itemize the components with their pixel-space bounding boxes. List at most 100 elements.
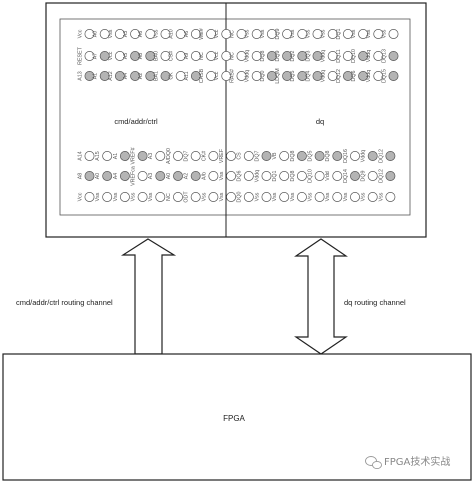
ball-pad bbox=[119, 192, 130, 202]
pin-label: Vss bbox=[305, 29, 311, 38]
ball-pin: CK bbox=[169, 71, 186, 81]
ball-pin: Vss bbox=[148, 192, 166, 202]
ball-pad bbox=[266, 29, 277, 39]
pin-label: A9 bbox=[184, 53, 190, 60]
ball-pin: Vss bbox=[290, 29, 308, 39]
ball-pin: DQ9 bbox=[275, 51, 293, 61]
pin-label: DQ6 bbox=[237, 171, 243, 182]
pin-label: Vss bbox=[325, 192, 331, 201]
ball-pad bbox=[314, 171, 325, 181]
pin-label: A4 bbox=[113, 173, 119, 180]
pin-label: Vss bbox=[361, 192, 367, 201]
pin-label: Vss bbox=[131, 192, 137, 201]
ball-pin: DQ12 bbox=[336, 69, 353, 83]
ball-pad bbox=[266, 51, 277, 61]
ball-pin: Vss bbox=[108, 29, 125, 39]
ball-pad bbox=[102, 171, 113, 181]
ball-pad bbox=[297, 29, 308, 39]
ball-pin: Vcc bbox=[214, 29, 232, 39]
pin-label: Vss bbox=[108, 29, 114, 38]
ball-pad bbox=[137, 151, 148, 161]
ball-pin: A4 bbox=[123, 71, 141, 81]
ball-pad bbox=[296, 151, 307, 161]
ball-pad bbox=[206, 51, 217, 61]
pin-label: DQ10 bbox=[308, 169, 314, 183]
ball-pin: DQ4 bbox=[305, 71, 323, 82]
pin-label: Vss bbox=[201, 192, 207, 201]
ball-pin: NC bbox=[199, 51, 217, 61]
ball-pad bbox=[251, 51, 262, 61]
ball-pin: DQ13 bbox=[381, 49, 399, 63]
ball-pad bbox=[102, 151, 113, 161]
pin-label: Vss bbox=[378, 192, 384, 201]
ball-pad bbox=[226, 151, 237, 161]
ball-pad bbox=[160, 71, 171, 81]
ball-pin: Vss bbox=[305, 29, 323, 39]
ball-pad bbox=[279, 171, 290, 181]
pin-label: DQ10 bbox=[351, 49, 357, 63]
ball-pad bbox=[206, 29, 217, 39]
pin-label: DQ4 bbox=[305, 71, 311, 82]
ball-pin: CS bbox=[237, 151, 254, 161]
pin-label: A0 bbox=[93, 31, 99, 38]
ball-pad bbox=[332, 192, 343, 202]
fpga-block bbox=[2, 353, 472, 481]
ball-pin: Vss bbox=[351, 29, 369, 39]
ball-pad bbox=[367, 171, 378, 181]
pin-label: Vddq bbox=[366, 70, 372, 82]
pin-label: VREF# bbox=[131, 147, 137, 164]
pin-label: A13 bbox=[77, 71, 83, 80]
ball-pad bbox=[175, 71, 186, 81]
ball-pin: RESET bbox=[77, 46, 95, 65]
ball-pin: DQ6 bbox=[237, 171, 254, 182]
pin-label: RAS# bbox=[229, 69, 235, 83]
ball-pad bbox=[130, 29, 141, 39]
ball-pin: Vss bbox=[361, 192, 378, 202]
ball-pad bbox=[314, 192, 325, 202]
dq-channel-label: dq routing channel bbox=[344, 298, 406, 307]
ball-pad bbox=[208, 171, 219, 181]
pin-label: A3 bbox=[148, 173, 154, 180]
ball-pad bbox=[385, 171, 396, 181]
ball-pad bbox=[358, 29, 369, 39]
ball-pad bbox=[327, 29, 338, 39]
ball-pin: A12 bbox=[108, 71, 125, 81]
pin-label: DQ9 bbox=[275, 29, 281, 40]
pin-label: A2 bbox=[184, 173, 190, 180]
ball-pad bbox=[367, 151, 378, 161]
ball-pin: NC bbox=[229, 51, 247, 61]
pin-label: A6 bbox=[184, 31, 190, 38]
pin-label: A8 bbox=[77, 173, 83, 180]
ball-pad bbox=[119, 171, 130, 181]
ball-pad bbox=[102, 192, 113, 202]
ball-pad bbox=[190, 51, 201, 61]
ball-pin: BA1 bbox=[153, 71, 171, 81]
ball-pad bbox=[221, 29, 232, 39]
ball-pad bbox=[130, 51, 141, 61]
ball-pad bbox=[99, 71, 110, 81]
pin-label: NC bbox=[229, 30, 235, 38]
pin-label: DQ5 bbox=[290, 71, 296, 82]
ball-pin: DQ10 bbox=[351, 49, 369, 63]
ball-pin: A/DQ0 bbox=[166, 148, 183, 164]
ball-pin: A3 bbox=[148, 171, 166, 181]
pin-label: VB bbox=[272, 152, 278, 160]
pin-label: A1 bbox=[113, 153, 119, 160]
ball-pin: WE# bbox=[199, 28, 217, 40]
pin-label: A7 bbox=[93, 53, 99, 60]
ball-pad bbox=[175, 29, 186, 39]
ball-pin: A13 bbox=[77, 71, 95, 81]
ball-pin: DQ9 bbox=[275, 29, 293, 40]
pin-label: Vss bbox=[308, 192, 314, 201]
pin-label: Vss bbox=[113, 192, 119, 201]
ball-pin: Vss bbox=[290, 192, 307, 202]
ball-pad bbox=[388, 29, 399, 39]
pin-label: DQ8 bbox=[325, 151, 331, 162]
ball-pin: DQ0 bbox=[260, 71, 277, 81]
ball-pin: A3 bbox=[148, 151, 166, 161]
ball-pad bbox=[137, 171, 148, 181]
ball-pad bbox=[261, 151, 272, 161]
ball-pad bbox=[84, 71, 95, 81]
ball-pin: BA0 bbox=[153, 51, 171, 61]
